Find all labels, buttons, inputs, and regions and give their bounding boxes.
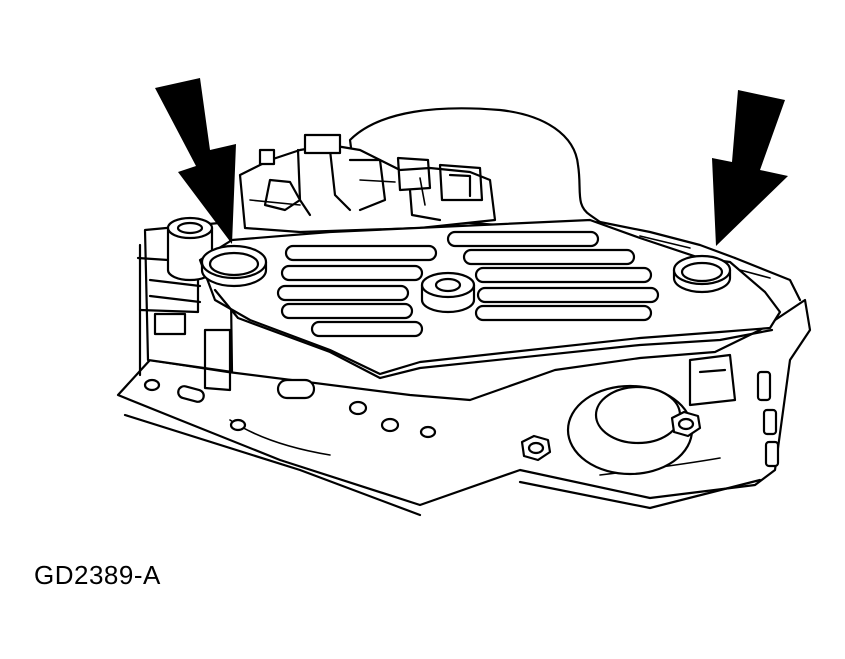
filter-ribs — [276, 230, 660, 338]
round-boss — [566, 384, 694, 476]
right-seal — [672, 254, 732, 294]
filter-center-boss — [420, 271, 476, 314]
case-right-side — [688, 256, 802, 468]
plate-holes — [143, 378, 437, 439]
bolt-right — [670, 410, 702, 438]
bolt-center — [520, 434, 552, 462]
right-arrow — [712, 90, 788, 246]
left-seal — [200, 244, 268, 288]
upper-valve-body — [238, 107, 737, 260]
transmission-filter — [198, 218, 782, 380]
figure-code: GD2389-A — [34, 560, 161, 590]
left-arrow — [155, 78, 236, 244]
